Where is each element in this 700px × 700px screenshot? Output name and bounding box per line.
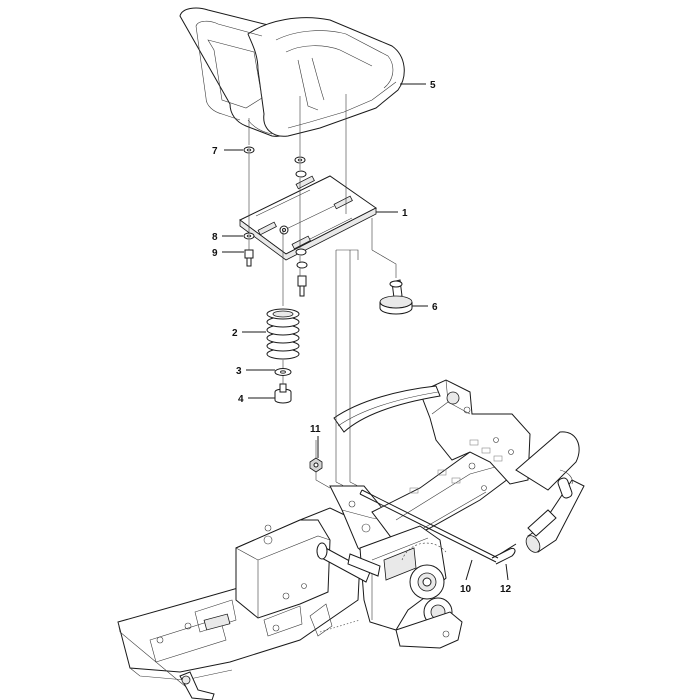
leader-lines [222, 83, 509, 581]
label-adjust-knob: 6 [432, 302, 438, 313]
label-washer: 7 [212, 146, 218, 157]
label-nut: 11 [310, 424, 321, 435]
label-spring-washer: 3 [236, 366, 242, 377]
label-seat: 5 [430, 80, 436, 91]
seat-plate [239, 175, 377, 261]
plate-bolt [244, 249, 307, 297]
part-labels: 5 1 2 3 4 6 7 8 9 10 11 12 [212, 80, 512, 595]
spring [266, 308, 300, 360]
label-spring-bolt: 4 [238, 394, 244, 405]
label-rod: 10 [460, 584, 472, 595]
label-hair-pin: 12 [500, 584, 512, 595]
spring-washer [274, 368, 292, 376]
adjust-knob [379, 279, 413, 315]
rod [359, 489, 499, 563]
chassis-frame [117, 379, 585, 700]
washer [243, 146, 255, 154]
assembly-lines [248, 94, 397, 489]
seat-washer [294, 156, 307, 178]
label-spring: 2 [232, 328, 238, 339]
nut [309, 457, 323, 473]
hair-pin [491, 543, 517, 565]
label-plate-bolt: 9 [212, 248, 218, 259]
spring-bolt [274, 383, 292, 404]
label-plate-washer: 8 [212, 232, 218, 243]
label-seat-plate: 1 [402, 208, 408, 219]
seat [179, 7, 405, 137]
plate-washer [243, 232, 308, 269]
